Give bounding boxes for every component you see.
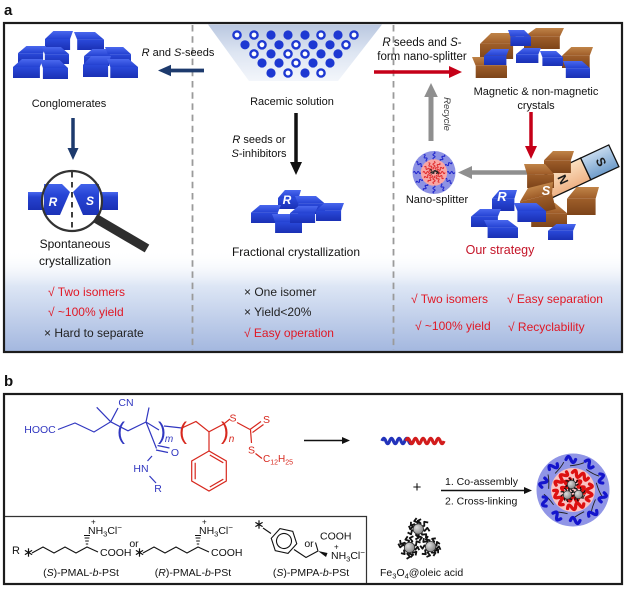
svg-text:+: + [91,518,96,527]
svg-text:COOH: COOH [211,547,243,559]
svg-text:n: n [229,434,235,445]
svg-text:R and S-seeds: R and S-seeds [142,47,215,59]
svg-text:Fractional crystallization: Fractional crystallization [232,245,360,259]
svg-text:Racemic solution: Racemic solution [250,96,334,108]
svg-text:R: R [497,189,507,204]
svg-text:√ Two isomers: √ Two isomers [411,292,488,306]
svg-text:Our strategy: Our strategy [466,243,536,257]
svg-text:1. Co-assembly: 1. Co-assembly [445,476,519,488]
svg-text:(: ( [117,418,125,445]
svg-text:√ ~100% yield: √ ~100% yield [48,305,124,319]
svg-text:R: R [283,193,292,207]
svg-text:R: R [12,545,20,557]
svg-text:a: a [4,2,13,19]
svg-text:Conglomerates: Conglomerates [32,98,107,110]
svg-text:HN: HN [133,463,148,475]
svg-text:Nano-splitter: Nano-splitter [406,194,469,206]
svg-text:+: + [202,518,207,527]
svg-text:× Yield<20%: × Yield<20% [244,305,312,319]
svg-text:COOH: COOH [100,547,132,559]
svg-text:+: + [413,479,422,496]
svg-text:√ Two isomers: √ Two isomers [48,285,125,299]
svg-text:S: S [229,413,236,425]
svg-text:O: O [171,447,179,459]
svg-text:or: or [129,538,139,550]
svg-text:R seeds and S-: R seeds and S- [382,37,461,49]
svg-text:S: S [263,414,270,426]
svg-text:S: S [542,183,551,198]
svg-text:× One isomer: × One isomer [244,285,316,299]
svg-text:(R)-PMAL-b-PSt: (R)-PMAL-b-PSt [155,567,232,579]
svg-text:2. Cross-linking: 2. Cross-linking [445,496,518,508]
svg-text:S-inhibitors: S-inhibitors [231,148,287,160]
svg-text:+: + [334,543,339,552]
svg-text:CN: CN [118,397,133,409]
svg-text:(S)-PMPA-b-PSt: (S)-PMPA-b-PSt [273,567,349,579]
svg-text:× Hard to separate: × Hard to separate [44,326,144,340]
svg-text:√ Recyclability: √ Recyclability [508,320,585,334]
svg-text:√ ~100% yield: √ ~100% yield [415,319,491,333]
svg-text:S: S [86,194,94,208]
svg-text:R: R [154,483,162,495]
svg-text:(S)-PMAL-b-PSt: (S)-PMAL-b-PSt [43,567,119,579]
svg-text:HOOC: HOOC [24,424,56,436]
svg-text:crystallization: crystallization [39,254,111,268]
svg-text:Magnetic & non-magnetic: Magnetic & non-magnetic [474,86,599,98]
svg-text:b: b [4,373,13,390]
svg-text:Recycle: Recycle [441,97,452,131]
svg-text:S: S [248,445,255,457]
svg-text:or: or [304,538,314,550]
svg-text:COOH: COOH [320,531,352,543]
svg-text:form nano-splitter: form nano-splitter [377,51,467,63]
svg-text:Spontaneous: Spontaneous [40,237,111,251]
svg-text:√ Easy separation: √ Easy separation [507,292,603,306]
svg-text:m: m [165,434,173,445]
svg-text:crystals: crystals [517,100,555,112]
svg-text:(: ( [179,418,187,445]
svg-text:R: R [49,195,58,209]
svg-text:√ Easy operation: √ Easy operation [244,326,334,340]
svg-text:R seeds or: R seeds or [232,134,286,146]
